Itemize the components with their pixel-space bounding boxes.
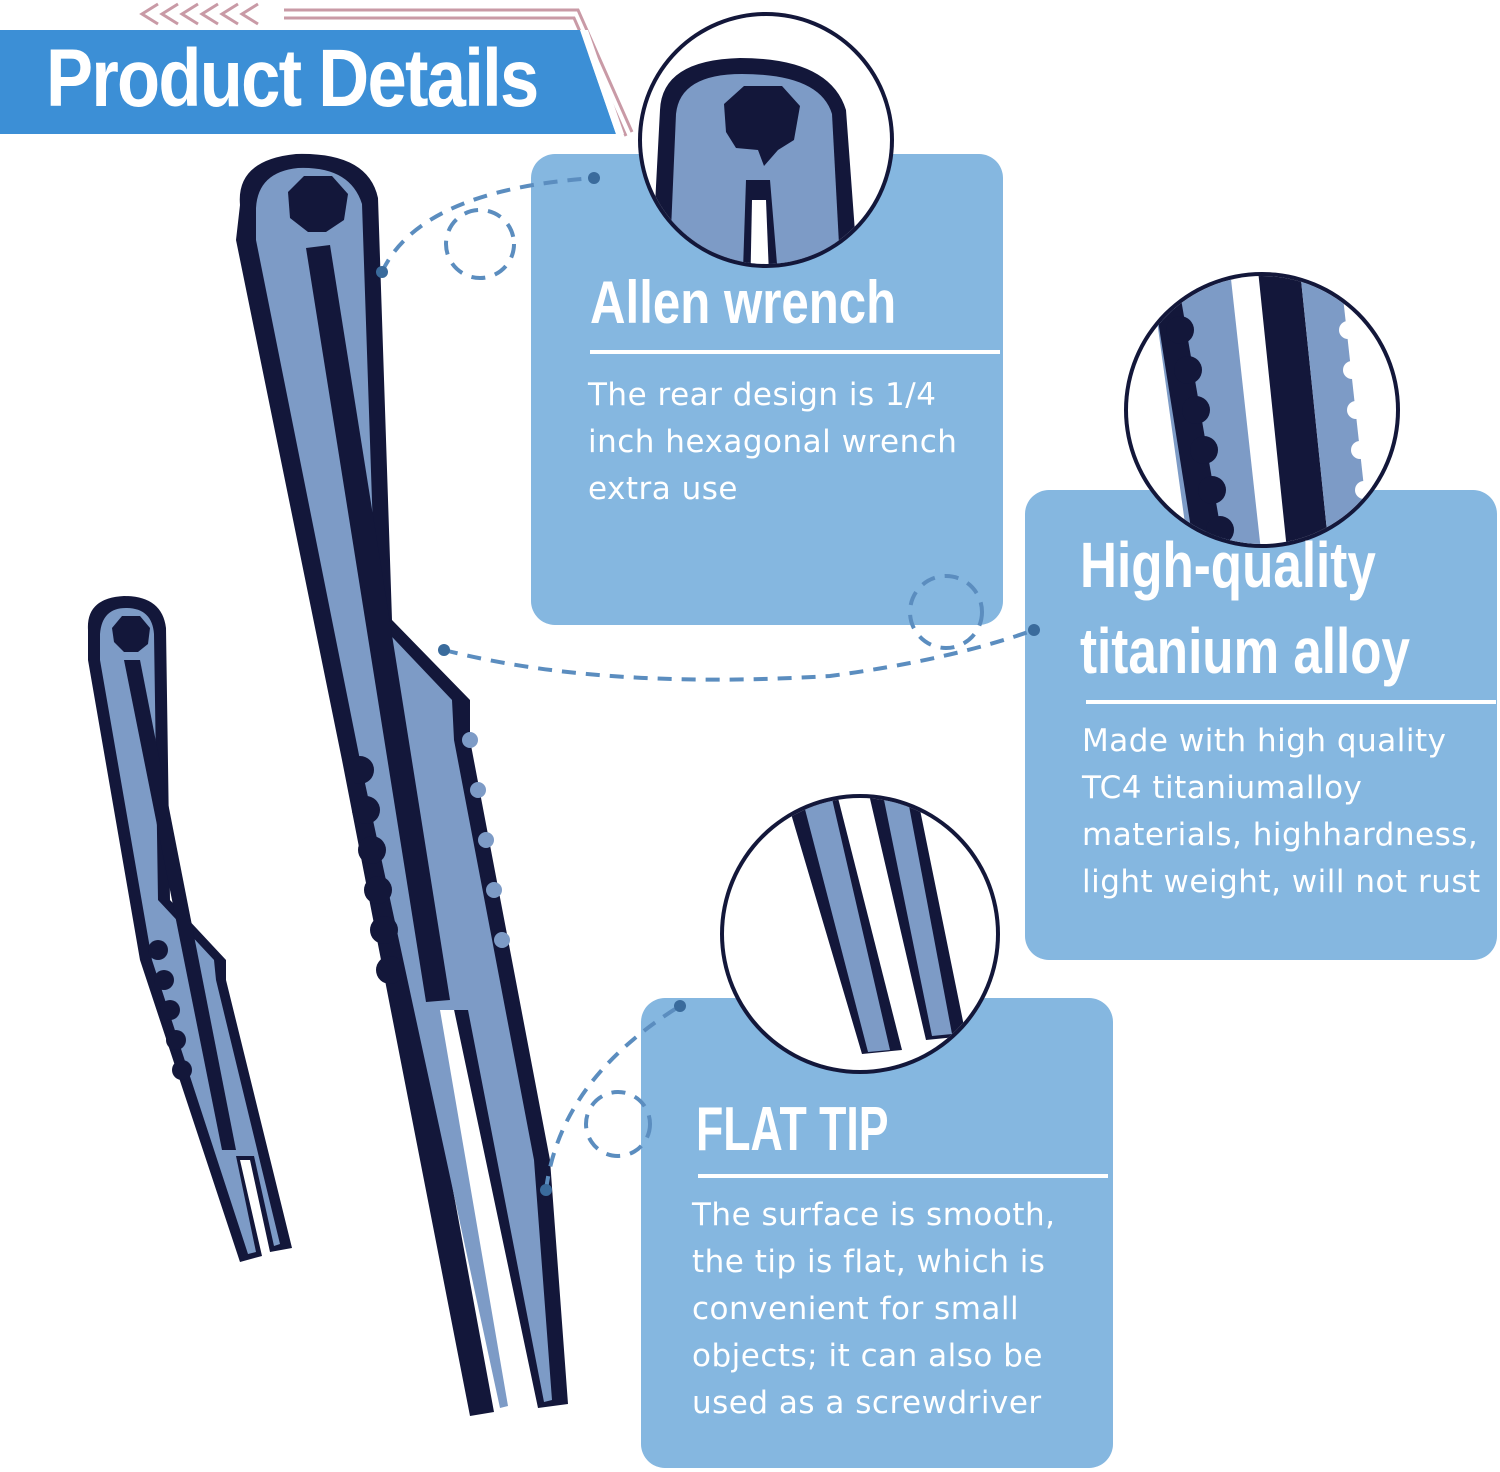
flat-tip-divider — [698, 1174, 1108, 1178]
titanium-line: materials, highhardness, — [1082, 817, 1479, 853]
allen-wrench-line: inch hexagonal wrench — [588, 424, 958, 460]
small-tweezer — [87, 596, 293, 1262]
connector-lines — [380, 176, 1035, 1191]
flat-tip-line: objects; it can also be — [692, 1338, 1043, 1374]
flat-tip-line: used as a screwdriver — [692, 1385, 1042, 1421]
zoom-circle-flat-tip — [720, 794, 1000, 1074]
titanium-description: Made with high quality TC4 titaniumalloy… — [1082, 718, 1481, 906]
large-tweezer — [236, 153, 568, 1417]
allen-wrench-line: The rear design is 1/4 — [588, 377, 937, 413]
titanium-title-line-2: titanium alloy — [1080, 615, 1410, 687]
titanium-line: Made with high quality — [1082, 723, 1447, 759]
allen-wrench-title: Allen wrench — [590, 269, 897, 336]
flat-tip-line: the tip is flat, which is — [692, 1244, 1046, 1280]
allen-wrench-line: extra use — [588, 471, 738, 507]
zoom-circle-hex-end — [638, 12, 894, 268]
titanium-card-bg — [1025, 490, 1497, 960]
zoom-circle-ridges — [1124, 272, 1400, 548]
allen-wrench-divider — [590, 350, 1000, 354]
connector-dots — [376, 172, 1040, 1196]
flat-tip-title: FLAT TIP — [696, 1095, 889, 1164]
page-title: Product Details — [46, 33, 539, 124]
titanium-line: TC4 titaniumalloy — [1082, 770, 1363, 806]
allen-wrench-card-bg — [531, 154, 1003, 625]
allen-wrench-description: The rear design is 1/4 inch hexagonal wr… — [588, 372, 957, 513]
flat-tip-card-bg — [641, 998, 1113, 1468]
titanium-line: light weight, will not rust — [1082, 864, 1481, 900]
flat-tip-line: convenient for small — [692, 1291, 1020, 1327]
titanium-title-line-1: High-quality — [1080, 529, 1376, 601]
titanium-divider — [1086, 700, 1496, 704]
flat-tip-description: The surface is smooth, the tip is flat, … — [692, 1192, 1056, 1427]
flat-tip-line: The surface is smooth, — [692, 1197, 1056, 1233]
header-banner — [0, 30, 624, 134]
